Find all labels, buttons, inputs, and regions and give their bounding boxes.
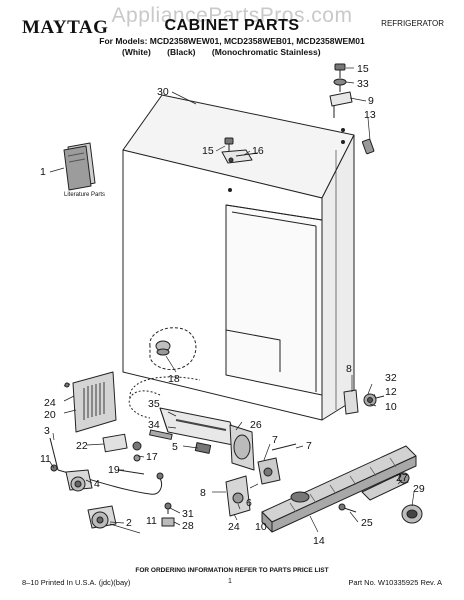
callout-numbers: 1 30 15 33 9 13 15 16 18 24 20 3 22 11 4… bbox=[40, 63, 425, 547]
product-type: REFRIGERATOR bbox=[381, 19, 444, 28]
leader-lines bbox=[49, 67, 415, 534]
callout-22: 22 bbox=[76, 440, 88, 452]
callout-34: 34 bbox=[148, 419, 160, 431]
callout-29: 29 bbox=[413, 483, 425, 495]
print-info: 8–10 Printed In U.S.A. (jdc)(bay) bbox=[22, 578, 131, 587]
callout-32: 32 bbox=[385, 372, 397, 384]
condenser-fan-assembly bbox=[149, 407, 255, 471]
callout-20: 20 bbox=[44, 409, 56, 421]
gasket-coil bbox=[149, 327, 197, 370]
callout-24-left: 24 bbox=[44, 397, 56, 409]
color-black: (Black) bbox=[167, 47, 196, 57]
color-variants: (White) (Black) (Monochromatic Stainless… bbox=[122, 47, 335, 57]
center-bracket bbox=[221, 137, 259, 164]
callout-30: 30 bbox=[157, 86, 169, 98]
callout-2: 2 bbox=[126, 517, 132, 529]
models-line: For Models: MCD2358WEW01, MCD2358WEB01, … bbox=[99, 36, 365, 46]
callout-27: 27 bbox=[396, 472, 408, 484]
drain-tube bbox=[128, 376, 201, 419]
callout-10-right: 10 bbox=[385, 401, 397, 413]
color-white: (White) bbox=[122, 47, 151, 57]
callout-8-bottom: 8 bbox=[200, 487, 206, 499]
page-title: CABINET PARTS bbox=[164, 17, 300, 34]
callout-5: 5 bbox=[172, 441, 178, 453]
front-roller-bracket bbox=[225, 443, 297, 517]
callout-9: 9 bbox=[368, 95, 374, 107]
callout-10-bottom: 10 bbox=[255, 521, 267, 533]
callout-16: 16 bbox=[252, 145, 264, 157]
rear-roller-assembly bbox=[65, 469, 117, 529]
page-number: 1 bbox=[228, 578, 232, 585]
bottom-hardware bbox=[161, 502, 175, 527]
callout-13: 13 bbox=[364, 109, 376, 121]
callout-7-right: 7 bbox=[306, 440, 312, 452]
callout-15-center: 15 bbox=[202, 145, 214, 157]
literature-booklet bbox=[63, 142, 96, 191]
top-hinge-hardware bbox=[329, 63, 375, 155]
callout-11-bottom: 11 bbox=[146, 515, 157, 527]
callout-24-bottom: 24 bbox=[228, 521, 240, 533]
callout-1: 1 bbox=[40, 166, 46, 178]
watermark: AppliancePartsPros.com bbox=[111, 4, 353, 27]
callout-26: 26 bbox=[250, 419, 262, 431]
callout-25: 25 bbox=[361, 517, 373, 529]
rear-cover-panel bbox=[63, 371, 117, 433]
callout-6: 6 bbox=[246, 497, 252, 509]
callout-17: 17 bbox=[146, 451, 158, 463]
callout-3: 3 bbox=[44, 425, 50, 437]
callout-11-left: 11 bbox=[40, 453, 51, 465]
literature-label: Literature Parts bbox=[64, 192, 105, 198]
callout-18: 18 bbox=[168, 373, 180, 385]
compressor-wiring bbox=[49, 433, 164, 495]
callout-4: 4 bbox=[94, 478, 100, 490]
callout-12: 12 bbox=[385, 386, 397, 398]
callout-8-right: 8 bbox=[346, 363, 352, 375]
callout-15-top: 15 bbox=[357, 63, 369, 75]
callout-14: 14 bbox=[313, 535, 325, 547]
right-roller-parts bbox=[343, 389, 385, 415]
callout-28: 28 bbox=[182, 520, 194, 532]
ordering-info: FOR ORDERING INFORMATION REFER TO PARTS … bbox=[135, 567, 329, 574]
callout-33: 33 bbox=[357, 78, 369, 90]
callout-19: 19 bbox=[108, 464, 120, 476]
callout-7-left: 7 bbox=[272, 434, 278, 446]
brand-logo: MAYTAG bbox=[22, 17, 109, 38]
cabinet-shell bbox=[122, 94, 355, 421]
callout-31: 31 bbox=[182, 508, 194, 520]
color-stainless: (Monochromatic Stainless) bbox=[211, 47, 321, 57]
exploded-parts-diagram: Literature Parts 1 30 15 33 9 13 15 16 1… bbox=[40, 63, 425, 547]
part-number: Part No. W10335925 Rev. A bbox=[348, 578, 442, 587]
callout-35: 35 bbox=[148, 398, 160, 410]
base-grille bbox=[261, 445, 417, 533]
